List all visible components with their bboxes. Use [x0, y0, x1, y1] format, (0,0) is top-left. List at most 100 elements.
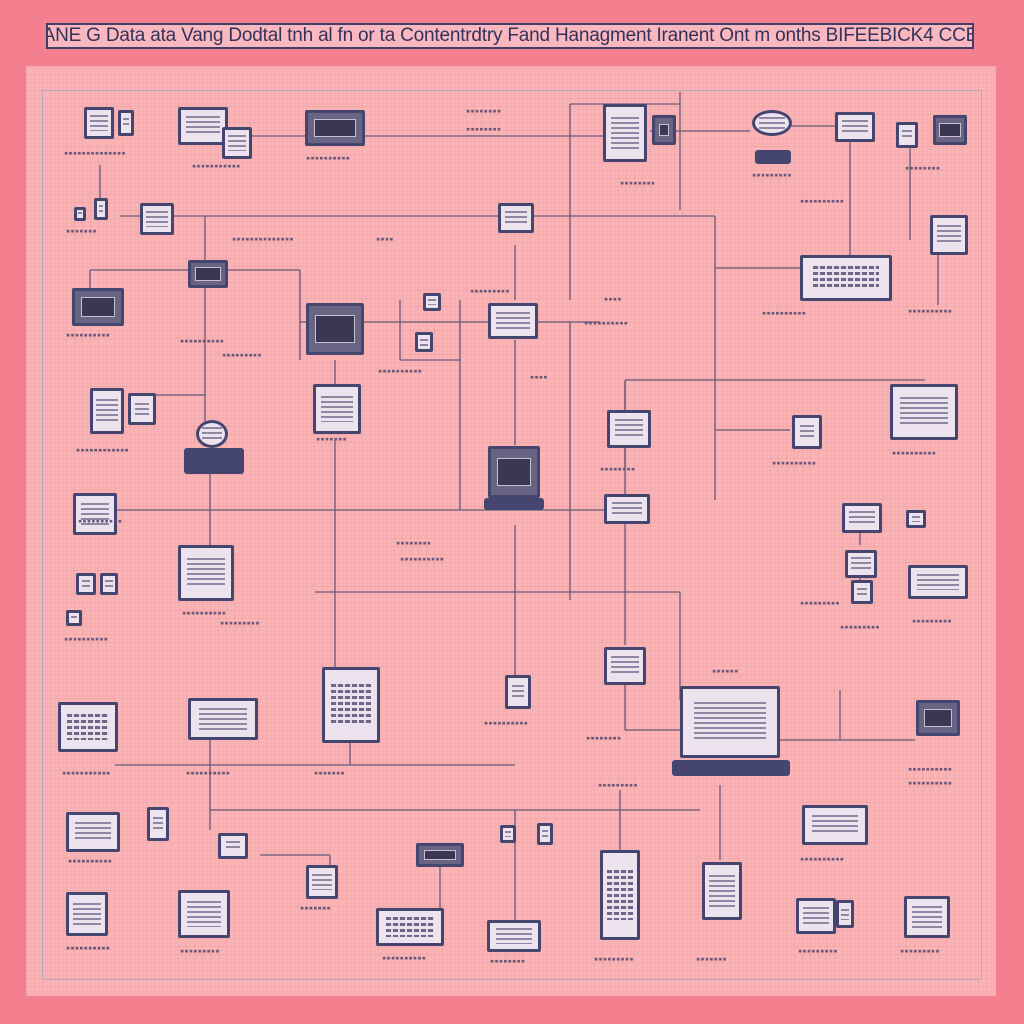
scanner-icon [607, 410, 651, 448]
camera-icon [752, 110, 792, 136]
label-scribble: ▪▪▪▪▪▪▪▪ [620, 179, 656, 187]
label-scribble: ▪▪▪▪▪▪▪▪ [905, 164, 941, 172]
laptop-icon [66, 892, 108, 936]
monitor-icon [796, 898, 836, 934]
label-scribble: ▪▪▪▪▪▪▪▪ [600, 465, 636, 473]
server-icon [58, 702, 118, 752]
diagram-title: YANE G Data ata Vang Dodtal tnh al fn or… [46, 23, 974, 49]
workstation-icon [73, 493, 117, 535]
kiosk-icon [702, 862, 742, 920]
label-scribble: ▪▪▪▪▪▪▪▪▪ [180, 947, 220, 955]
monitor-icon [178, 107, 228, 145]
printer-base-icon [184, 448, 244, 474]
console-keyboard-icon [672, 760, 790, 776]
dual-display-icon [908, 565, 968, 599]
module-icon [218, 833, 248, 859]
label-scribble: ▪▪▪▪▪▪▪▪▪ [900, 947, 940, 955]
label-scribble: ▪▪▪▪▪▪▪▪ [586, 734, 622, 742]
label-scribble: ▪▪▪▪▪▪▪▪▪ [752, 171, 792, 179]
label-scribble: ▪▪▪▪▪▪▪▪▪▪ [78, 517, 123, 525]
patch-panel-icon [376, 908, 444, 946]
label-scribble: ▪▪▪▪▪▪▪▪ [466, 125, 502, 133]
switch-icon [487, 920, 541, 952]
terminal-icon [90, 388, 124, 434]
handheld-device-icon [118, 110, 134, 136]
label-scribble: ▪▪▪▪▪▪▪ [66, 227, 97, 235]
label-scribble: ▪▪▪▪▪▪▪▪▪ [220, 619, 260, 627]
router-icon [305, 110, 365, 146]
small-node-icon [500, 825, 516, 843]
label-scribble: ▪▪▪▪▪▪▪▪▪▪ [182, 609, 227, 617]
label-scribble: ▪▪▪▪▪▪▪▪▪ [222, 351, 262, 359]
label-scribble: ▪▪▪▪▪▪▪▪▪▪ [800, 855, 845, 863]
label-scribble: ▪▪▪▪▪▪▪▪▪▪ [378, 367, 423, 375]
small-device-icon [906, 510, 926, 528]
small-node-icon [537, 823, 553, 845]
camera-stand-icon [755, 150, 791, 164]
small-device-icon [100, 573, 118, 595]
label-scribble: ▪▪▪▪▪▪▪▪▪▪ [908, 779, 953, 787]
label-scribble: ▪▪▪▪▪▪▪ [300, 904, 331, 912]
small-device-icon [74, 207, 86, 221]
display-icon [933, 115, 967, 145]
laptop-keyboard-icon [484, 498, 544, 510]
small-device-icon [94, 198, 108, 220]
card-reader-icon [842, 503, 882, 533]
label-scribble: ▪▪▪▪ [530, 373, 548, 381]
label-scribble: ▪▪▪▪▪▪▪▪▪ [470, 287, 510, 295]
label-scribble: ▪▪▪▪▪▪▪▪ [490, 957, 526, 965]
rack-server-icon [800, 255, 892, 301]
label-scribble: ▪▪▪▪▪▪▪▪▪ [800, 599, 840, 607]
label-scribble: ▪▪▪▪ [376, 235, 394, 243]
terminal-icon [140, 203, 174, 235]
server-monitor-icon [488, 303, 538, 339]
label-scribble: ▪▪▪▪▪▪▪▪▪▪ [400, 555, 445, 563]
label-scribble: ▪▪▪▪ [604, 295, 622, 303]
label-scribble: ▪▪▪▪▪▪▪▪▪▪ [64, 635, 109, 643]
monitor-icon [306, 865, 338, 899]
controller-icon [845, 550, 877, 578]
label-scribble: ▪▪▪▪▪▪▪▪▪▪▪▪ [76, 446, 129, 454]
label-scribble: ▪▪▪▪▪▪▪▪▪ [912, 617, 952, 625]
small-node-icon [415, 332, 433, 352]
diagram-frame [42, 90, 982, 980]
label-scribble: ▪▪▪▪▪▪▪▪▪ [594, 955, 634, 963]
firewall-icon [505, 675, 531, 709]
printer-icon [196, 420, 228, 448]
switch-icon [604, 494, 650, 524]
small-device-icon [66, 610, 82, 626]
label-scribble: ▪▪▪▪▪▪▪ [696, 955, 727, 963]
laptop-icon [72, 288, 124, 326]
label-scribble: ▪▪▪▪▪▪▪▪▪▪ [772, 459, 817, 467]
modem-icon [188, 260, 228, 288]
main-console-icon [680, 686, 780, 758]
tv-monitor-icon [178, 890, 230, 938]
display-icon [916, 700, 960, 736]
label-scribble: ▪▪▪▪▪▪▪▪▪▪ [68, 857, 113, 865]
label-scribble: ▪▪▪▪▪▪▪▪▪▪▪ [192, 162, 241, 170]
label-scribble: ▪▪▪▪▪▪▪▪▪ [598, 781, 638, 789]
small-node-icon [423, 293, 441, 311]
sensor-icon [896, 122, 918, 148]
workstation-icon [66, 812, 120, 852]
small-device-icon [76, 573, 96, 595]
label-scribble: ▪▪▪▪▪▪▪▪▪▪▪ [62, 769, 111, 777]
monitor-icon [188, 698, 258, 740]
label-scribble: ▪▪▪▪▪▪▪▪▪▪ [66, 331, 111, 339]
label-scribble: ▪▪▪▪▪▪▪▪▪▪ [186, 769, 231, 777]
storage-array-icon [322, 667, 380, 743]
presentation-display-icon [890, 384, 958, 440]
storage-unit-icon [652, 115, 676, 145]
label-scribble: ▪▪▪▪▪▪▪▪▪▪ [584, 319, 629, 327]
label-scribble: ▪▪▪▪▪▪▪▪▪▪ [800, 197, 845, 205]
label-scribble: ▪▪▪▪▪▪▪▪▪ [840, 623, 880, 631]
document-server-icon [603, 104, 647, 162]
label-scribble: ▪▪▪▪▪▪▪▪▪▪ [762, 309, 807, 317]
hub-icon [498, 203, 534, 233]
handheld-device-icon [147, 807, 169, 841]
label-scribble: ▪▪▪▪▪▪▪▪▪ [798, 947, 838, 955]
laptop-icon [488, 446, 540, 498]
label-scribble: ▪▪▪▪▪▪▪▪▪▪ [306, 154, 351, 162]
label-scribble: ▪▪▪▪▪▪▪ [316, 435, 347, 443]
dual-monitor-icon [802, 805, 868, 845]
